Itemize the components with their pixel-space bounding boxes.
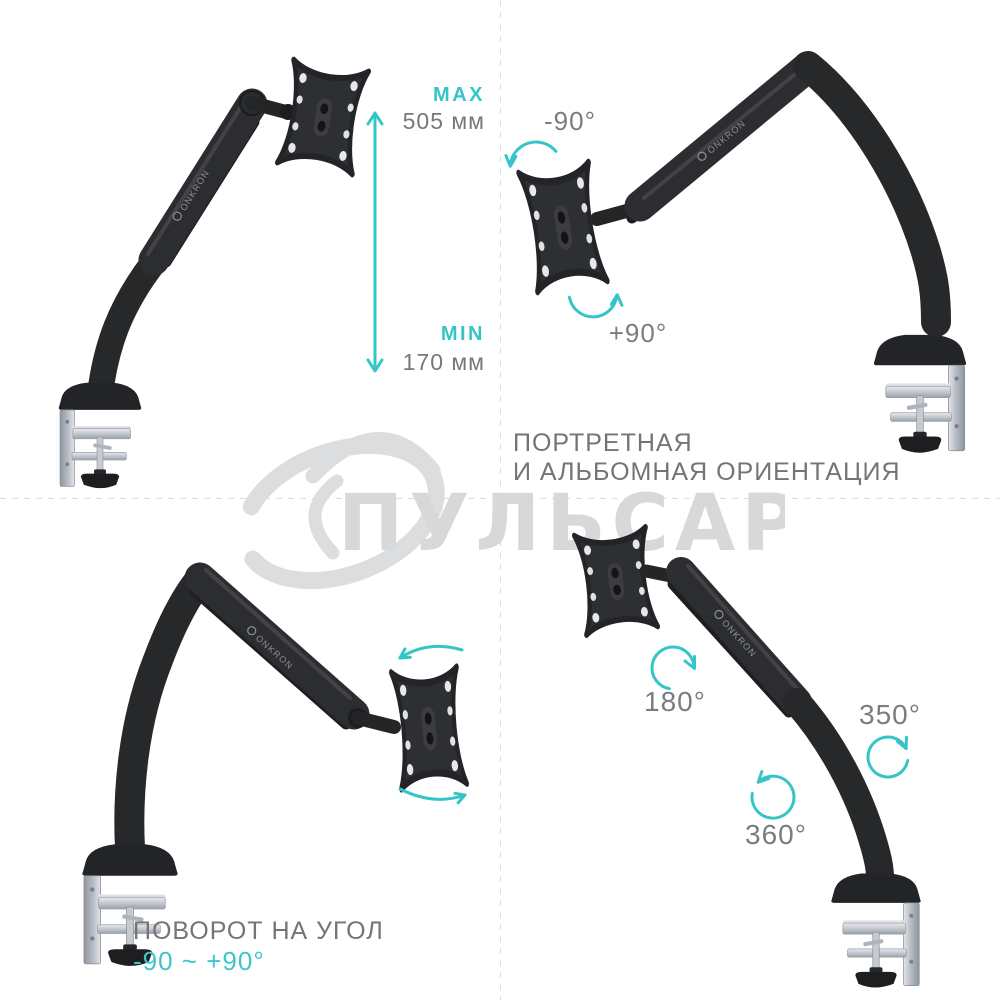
rotate-plus-90-label: +90°	[608, 318, 668, 348]
rotate-ccw-arrow-icon	[504, 140, 558, 168]
rotate-350-arrow-icon	[866, 735, 910, 779]
vesa-plate-icon	[574, 527, 658, 635]
rotate-180-arrow-icon	[650, 645, 696, 691]
monitor-arm-top-left: ONKRON	[58, 60, 384, 489]
orientation-caption-line1: ПОРТРЕТНАЯ	[513, 429, 693, 457]
divider-vertical	[500, 0, 501, 1000]
watermark-swoosh-icon	[235, 431, 445, 590]
monitor-arm-top-right: ONKRON	[504, 51, 967, 454]
rotate-minus-90-label: -90°	[544, 106, 596, 136]
rotation-360-label: 360°	[745, 819, 807, 850]
orientation-caption-line2: И АЛЬБОМНАЯ ОРИЕНТАЦИЯ	[513, 458, 901, 486]
swivel-right-arrow-icon	[398, 787, 467, 805]
monitor-arm-bottom-right: ONKRON	[574, 527, 922, 988]
rotation-180-label: 180°	[644, 686, 706, 717]
rotate-360-arrow-icon	[750, 770, 796, 820]
vesa-plate-icon	[519, 162, 608, 292]
swivel-caption: ПОВОРОТ НА УГОЛ	[133, 917, 384, 945]
watermark-text: ПУЛЬСАР	[338, 479, 785, 569]
divider-horizontal	[0, 498, 1000, 499]
height-range-arrow-icon	[366, 111, 384, 373]
vesa-plate-icon	[391, 667, 467, 789]
min-value: 170 мм	[402, 349, 485, 375]
monitor-arm-bottom-left: ONKRON	[81, 562, 467, 967]
watermark-logo: ПУЛЬСАР	[235, 431, 785, 590]
rotate-cw-arrow-icon	[567, 293, 624, 319]
max-label: MAX	[433, 84, 485, 106]
swivel-range-label: -90 ~ +90°	[133, 946, 265, 976]
rotation-350-label: 350°	[859, 699, 921, 730]
vesa-plate-icon	[277, 60, 368, 175]
min-label: MIN	[440, 323, 485, 345]
max-value: 505 мм	[402, 108, 485, 134]
swivel-left-arrow-icon	[398, 644, 464, 660]
orientation-caption: ПОРТРЕТНАЯ И АЛЬБОМНАЯ ОРИЕНТАЦИЯ	[513, 429, 901, 487]
desk-clamp-icon	[58, 382, 142, 489]
desk-clamp-icon	[830, 872, 922, 988]
